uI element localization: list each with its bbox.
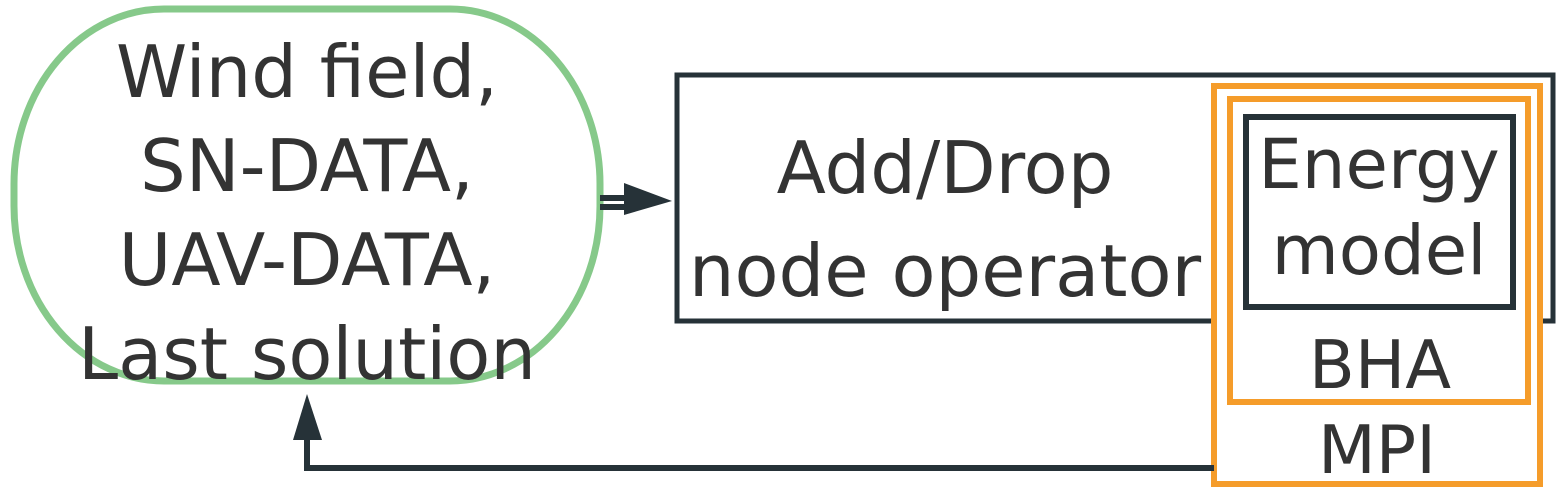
energy-model-label: Energy model (1245, 122, 1513, 294)
arrow-feedback (293, 394, 1214, 471)
arrow-inputs-to-operator (600, 183, 672, 215)
bha-label: BHA (1308, 326, 1452, 404)
operator-box-shape (674, 72, 1556, 324)
mpi-label: MPI (1318, 411, 1436, 489)
inputs-terminal-label: Wind field, SN-DATA, UAV-DATA, Last solu… (22, 25, 592, 401)
energy-line: model (1271, 211, 1487, 291)
inputs-line: UAV-DATA, (118, 218, 496, 302)
mpi-box-shape (1211, 83, 1543, 487)
operator-line: Add/Drop (776, 126, 1114, 210)
bha-box-shape (1227, 96, 1531, 405)
energy-model-box-shape (1243, 114, 1516, 310)
inputs-line: Last solution (78, 312, 536, 396)
operator-line: node operator (688, 229, 1202, 313)
inputs-line: Wind field, (115, 30, 499, 114)
inputs-line: SN-DATA, (140, 124, 474, 208)
energy-line: Energy (1258, 125, 1500, 205)
operator-label: Add/Drop node operator (676, 117, 1214, 323)
